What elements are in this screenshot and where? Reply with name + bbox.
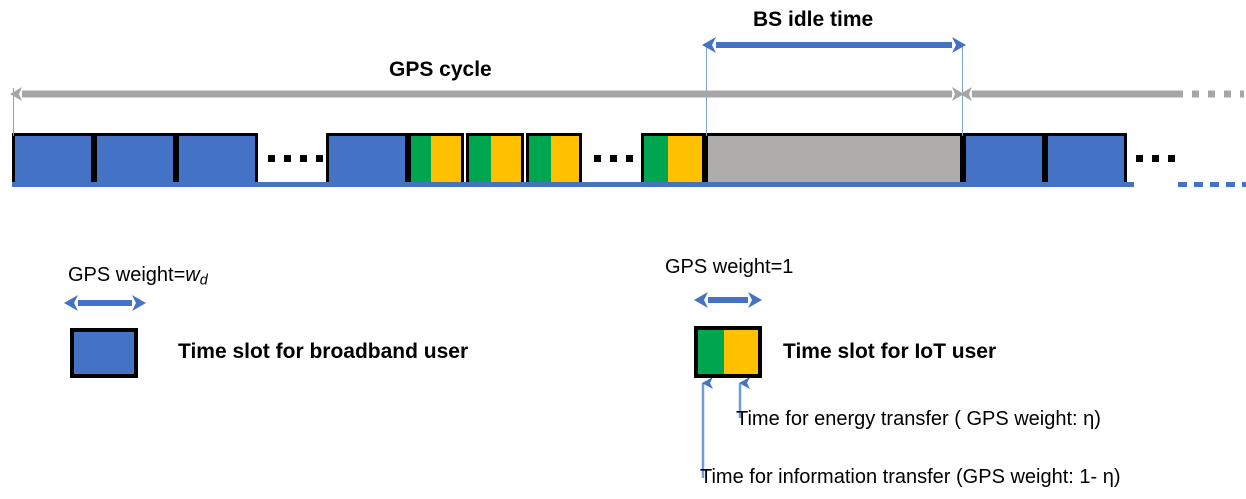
- legend-broadband-weight-label: GPS weight=wd: [68, 264, 208, 289]
- timeline-ellipsis: [1136, 155, 1181, 162]
- legend-broadband-weight-subscript: d: [199, 272, 208, 289]
- timeslot-iot: [466, 133, 524, 185]
- iot-energy-segment: [529, 136, 551, 182]
- legend-broadband-weight-symbol: w: [185, 264, 200, 286]
- guide-line-cycle-start: [13, 88, 14, 136]
- timeline-baseline-continues: [1178, 182, 1246, 187]
- iot-info-segment: [431, 136, 461, 182]
- legend-iot-energy-segment: [698, 330, 724, 374]
- legend-iot-text: Time slot for IoT user: [783, 340, 997, 363]
- timeslot-broadband: [1045, 133, 1127, 185]
- timeslot-broadband: [963, 133, 1045, 185]
- bs-idle-block: [705, 133, 963, 185]
- gps-cycle-title: GPS cycle: [389, 58, 492, 81]
- timeslot-iot: [526, 133, 582, 185]
- legend-broadband-weight-prefix: GPS weight=: [68, 264, 186, 286]
- timeline-ellipsis: [594, 155, 655, 162]
- bs-idle-title: BS idle time: [753, 8, 874, 31]
- iot-info-segment: [668, 136, 702, 182]
- guide-line-idle-end: [962, 44, 963, 136]
- iot-info-segment: [491, 136, 521, 182]
- legend-broadband-text: Time slot for broadband user: [178, 340, 469, 363]
- energy-transfer-note: Time for energy transfer ( GPS weight: η…: [736, 408, 1101, 430]
- legend-swatch-iot: [694, 326, 762, 378]
- guide-line-idle-start: [706, 44, 707, 136]
- timeline-baseline: [12, 182, 1134, 187]
- iot-energy-segment: [411, 136, 431, 182]
- timeslot-broadband: [12, 133, 94, 185]
- legend-swatch-broadband: [70, 328, 138, 378]
- info-transfer-note: Time for information transfer (GPS weigh…: [700, 466, 1121, 488]
- timeslot-broadband: [94, 133, 176, 185]
- timeslot-iot: [408, 133, 464, 185]
- timeslot-broadband: [326, 133, 408, 185]
- iot-energy-segment: [644, 136, 668, 182]
- legend-iot-info-segment: [724, 330, 758, 374]
- legend-iot-weight-label: GPS weight=1: [665, 256, 794, 278]
- iot-energy-segment: [469, 136, 491, 182]
- iot-info-segment: [551, 136, 579, 182]
- timeline-ellipsis: [268, 155, 345, 162]
- timeslot-iot: [641, 133, 705, 185]
- timeslot-broadband: [176, 133, 258, 185]
